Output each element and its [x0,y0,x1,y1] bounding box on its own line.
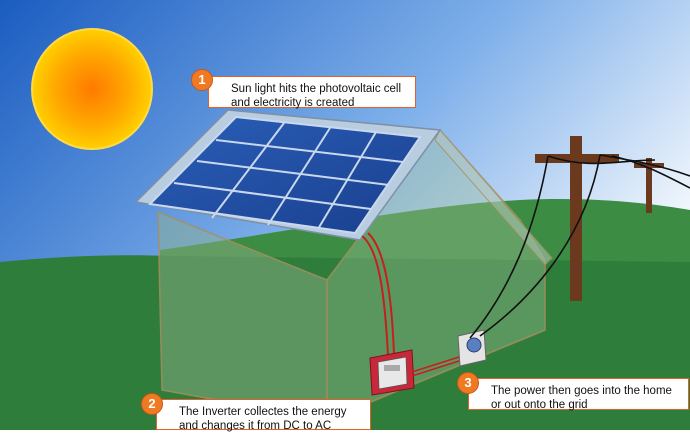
sun-icon [31,28,153,150]
callout-line: Sun light hits the photovoltaic cell [231,83,402,95]
power-lines [469,154,690,339]
callout-grid: The power then goes into the home or out… [468,378,689,411]
electric-meter-icon [457,329,487,367]
callout-sunlight: Sun light hits the photovoltaic cell and… [208,76,416,109]
step-badge-2: 2 [141,393,163,415]
solar-panel-icon [147,115,422,235]
callout-line: The Inverter collectes the energy [179,406,347,418]
step-badge-1: 1 [191,69,213,91]
callout-line: The power then goes into the home [491,385,672,397]
step-badge-3: 3 [457,372,479,394]
callout-inverter: The Inverter collectes the energy and ch… [156,399,371,432]
dc-wires [361,232,395,356]
callout-line: and electricity is created [231,97,355,109]
inverter-icon [369,349,415,396]
ac-wires [411,355,463,377]
callout-line: or out onto the grid [491,399,588,411]
utility-pole-icon [535,136,664,301]
callout-line: and changes it from DC to AC [179,420,332,432]
